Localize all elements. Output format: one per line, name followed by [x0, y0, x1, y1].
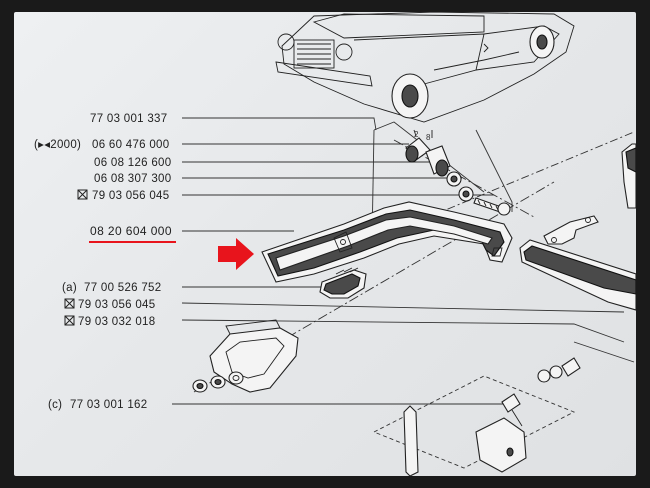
part-number-77-00-526-752: 77 00 526 752 [84, 282, 161, 294]
arrow-right-icon [218, 238, 254, 270]
dimension-label-2: 2 [414, 130, 419, 139]
dimension-label-8: 8 [426, 133, 431, 142]
lower-screw-assembly [501, 357, 581, 427]
part-number-qualifier: (▸◂2000) [34, 139, 81, 151]
part-number-79-03-032-018: 79 03 032 018 [78, 316, 155, 328]
cross-box-icon [64, 298, 75, 309]
part-number-06-08-126-600: 06 08 126 600 [94, 157, 171, 169]
part-number-06-60-476-000: 06 60 476 000 [92, 139, 169, 151]
handle-clip-part [319, 267, 367, 299]
part-number-77-03-001-337: 77 03 001 337 [90, 113, 167, 125]
hinge-plate-part [403, 405, 527, 476]
side-component [621, 143, 636, 209]
mounting-hardware: 2 8 [405, 129, 511, 216]
car-illustration [275, 12, 575, 123]
part-number-77-03-001-162: 77 03 001 162 [70, 399, 147, 411]
part-number-79-03-056-045: 79 03 056 045 [92, 190, 169, 202]
cross-box-icon [64, 315, 75, 326]
highlighted-part-number: 08 20 604 000 [90, 224, 172, 238]
leader-lines [172, 117, 635, 469]
part-number-06-08-307-300: 06 08 307 300 [94, 173, 171, 185]
bracket-part [543, 215, 599, 245]
parts-catalog-page: 2 8 [14, 12, 636, 476]
part-number-labels: 77 03 001 337 (▸◂2000) 06 60 476 000 06 … [34, 113, 176, 411]
handle-loop-part [192, 319, 299, 393]
part-number-qualifier-c: (c) [48, 399, 62, 411]
exploded-parts-diagram: 2 8 [34, 12, 636, 476]
grab-handle-part [261, 201, 513, 283]
door-trim-part [519, 239, 636, 311]
part-number-79-03-056-045-b: 79 03 056 045 [78, 299, 155, 311]
cross-box-icon [77, 189, 88, 200]
part-number-qualifier-a: (a) [62, 282, 77, 294]
